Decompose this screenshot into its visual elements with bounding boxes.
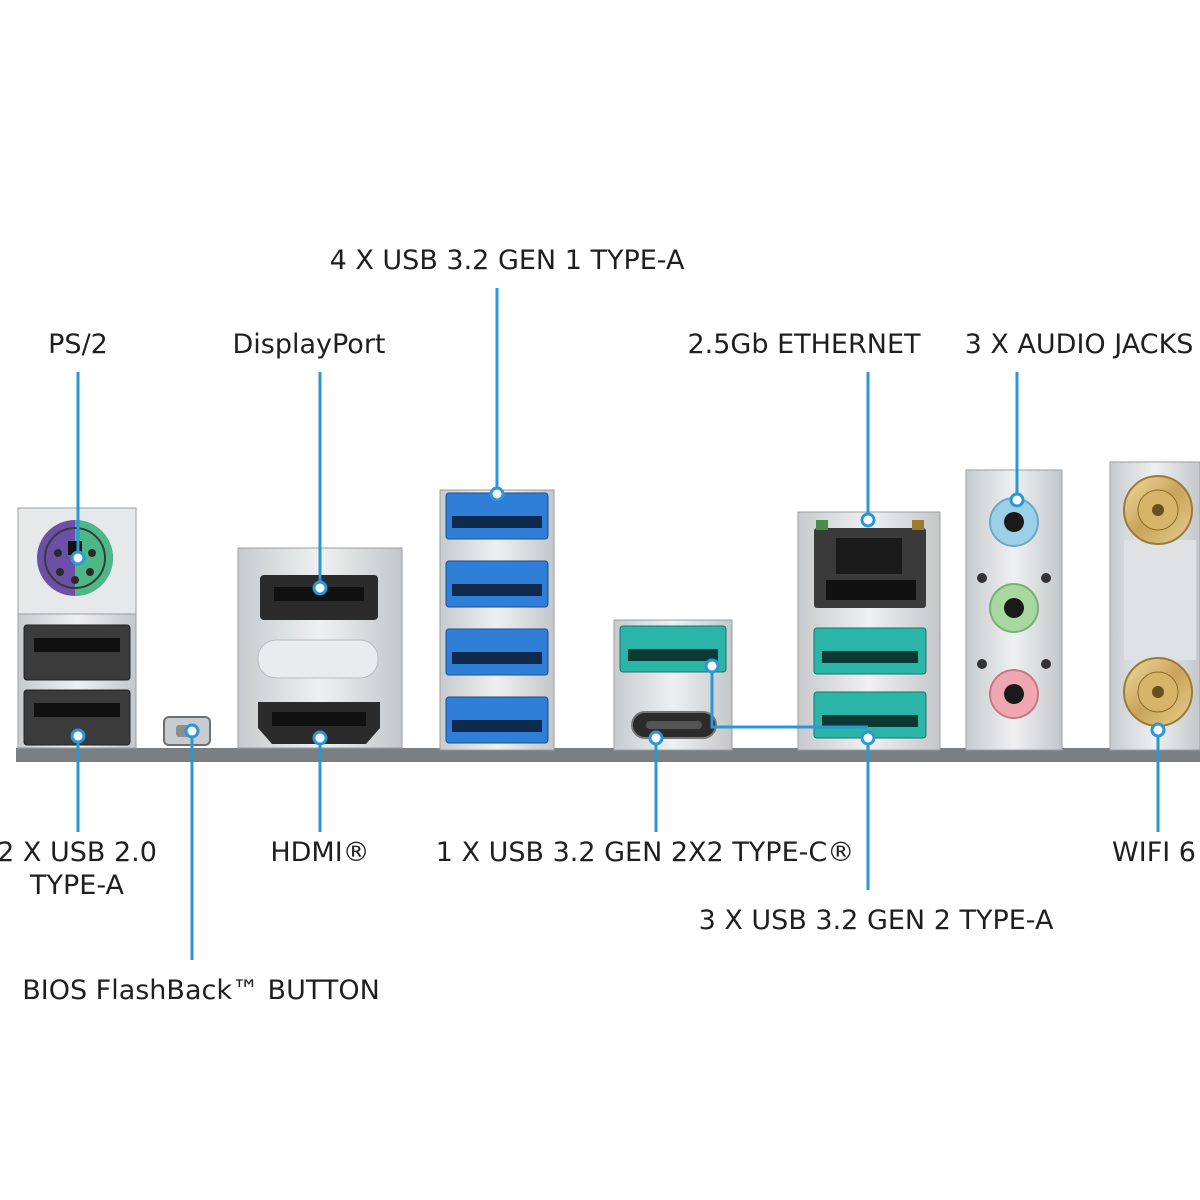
usb-gen1-stack	[439, 489, 555, 751]
bracket-plate	[16, 748, 1200, 762]
label-usb-typec: 1 X USB 3.2 GEN 2X2 TYPE-C®	[435, 837, 855, 868]
usb20-port-top	[23, 624, 131, 681]
label-usb20-line2: TYPE-A	[30, 870, 124, 901]
label-hdmi: HDMI®	[270, 837, 370, 868]
label-ethernet: 2.5Gb ETHERNET	[687, 329, 921, 360]
label-bios-flashback: BIOS FlashBack™ BUTTON	[22, 975, 380, 1006]
label-ps2: PS/2	[48, 329, 108, 360]
label-audio: 3 X AUDIO JACKS	[964, 329, 1194, 360]
ethernet-usb-block	[797, 511, 941, 751]
label-usb-gen2: 3 X USB 3.2 GEN 2 TYPE-A	[698, 905, 1054, 936]
ps2-usb20-stack	[17, 507, 137, 749]
wifi-block	[1109, 461, 1200, 751]
leader-dots	[70, 486, 1166, 746]
label-usb-gen1: 4 X USB 3.2 GEN 1 TYPE-A	[329, 245, 685, 276]
leader-lines	[76, 288, 1160, 960]
label-displayport: DisplayPort	[232, 329, 386, 360]
label-usb20-line1: 2 X USB 2.0	[0, 837, 157, 868]
usb-gen2-typec-block	[613, 619, 733, 751]
label-wifi: WIFI 6	[1112, 837, 1196, 868]
audio-block	[965, 469, 1063, 751]
